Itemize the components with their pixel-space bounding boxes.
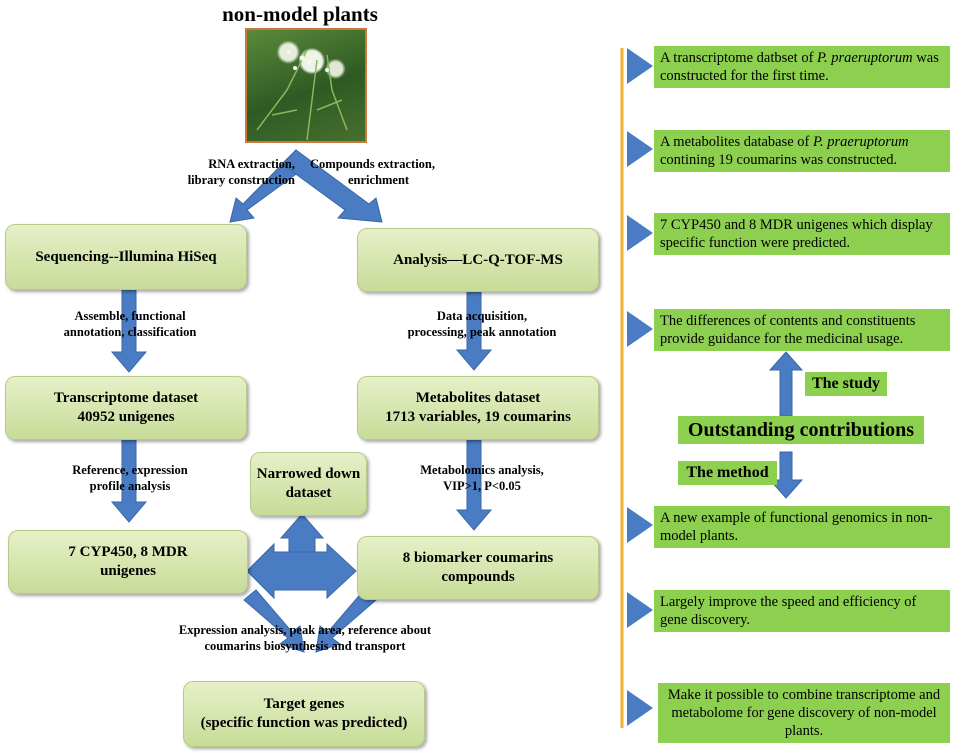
study-item-1: A transcriptome datbset of P. praeruptor…	[654, 46, 950, 88]
arrow-target-left	[243, 589, 305, 653]
cross-arrow	[246, 513, 357, 600]
method-item-1: A new example of functional genomics in …	[654, 506, 950, 548]
plant-photo	[245, 28, 367, 143]
bullet-triangle-icon	[627, 592, 653, 628]
expression-analysis-label: Expression analysis, peak area, referenc…	[178, 623, 432, 653]
arrow-to-biomarker	[455, 439, 493, 531]
bullet-triangle-icon	[627, 690, 653, 726]
arrow-to-transcriptome	[110, 289, 148, 373]
arrow-down-method	[768, 451, 804, 499]
outstanding-contributions-title: Outstanding contributions	[678, 416, 924, 444]
bullet-triangle-icon	[627, 215, 653, 251]
study-item-3: 7 CYP450 and 8 MDR unigenes which displa…	[654, 213, 950, 255]
bullet-triangle-icon	[627, 48, 653, 84]
the-method-tag: The method	[678, 461, 777, 485]
arrow-target-right	[315, 589, 377, 653]
method-item-2: Largely improve the speed and efficiency…	[654, 590, 950, 632]
diagram-title: non-model plants	[222, 2, 378, 26]
arrow-to-cyp	[110, 439, 148, 523]
study-item-4: The differences of contents and constitu…	[654, 309, 950, 351]
arrow-up-study	[768, 351, 804, 417]
sequencing-box: Sequencing--Illumina HiSeq	[5, 224, 247, 290]
bullet-triangle-icon	[627, 311, 653, 347]
target-genes-box: Target genes(specific function was predi…	[183, 681, 425, 747]
the-study-tag: The study	[805, 372, 887, 396]
data-acquisition-label: Data acquisition,processing, peak annota…	[407, 309, 557, 339]
compounds-extraction-label: Compounds extraction,enrichment	[310, 157, 436, 187]
arrow-to-analysis	[281, 149, 383, 223]
arrow-to-metabolites	[455, 291, 493, 371]
bullet-triangle-icon	[627, 507, 653, 543]
bullet-triangle-icon	[627, 131, 653, 167]
analysis-box: Analysis—LC-Q-TOF-MS	[357, 228, 599, 292]
metabolomics-label: Metabolomics analysis,VIP>1, P<0.05	[420, 463, 544, 493]
method-item-3: Make it possible to combine transcriptom…	[658, 683, 950, 743]
study-item-2: A metabolites database of P. praeruptoru…	[654, 130, 950, 172]
rna-extraction-label: RNA extraction,library construction	[187, 157, 295, 187]
